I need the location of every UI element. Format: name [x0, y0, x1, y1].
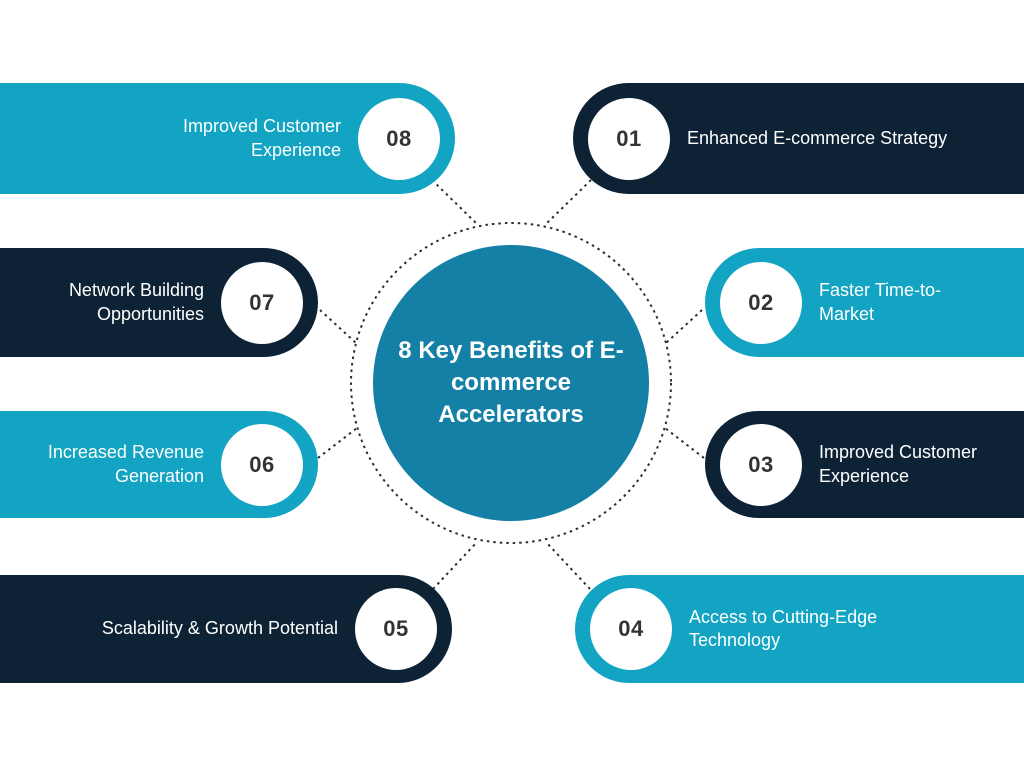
benefit-label-04: Access to Cutting-Edge Technology	[689, 606, 878, 650]
connector-item-02	[665, 309, 703, 344]
benefit-pill-07: Network Building Opportunities 07	[0, 248, 318, 357]
benefit-label-05: Scalability & Growth Potential	[101, 618, 338, 639]
connector-item-04	[545, 541, 591, 590]
number-badge-06: 06	[221, 423, 303, 506]
dotted-ring	[350, 222, 672, 544]
number-badge-07: 07	[221, 261, 303, 344]
benefit-pill-01: 01 Enhanced E-commerce Strategy	[573, 83, 1024, 194]
number-badge-02: 02	[720, 261, 802, 344]
benefit-pill-02: 02 Faster Time-to- Market	[705, 248, 1024, 357]
number-label-06: 06	[249, 451, 275, 477]
benefit-label-07: Network Building Opportunities	[68, 280, 204, 324]
connector-item-01	[545, 179, 592, 225]
connector-item-06	[317, 427, 358, 459]
diagram-title: 8 Key Benefits of E- commerce Accelerato…	[398, 337, 624, 428]
benefit-pill-08: Improved Customer Experience 08	[0, 83, 455, 194]
benefit-label-01: Enhanced E-commerce Strategy	[687, 127, 948, 148]
number-label-07: 07	[249, 289, 275, 315]
benefit-label-03: Improved Customer Experience	[819, 442, 978, 486]
number-label-01: 01	[616, 125, 642, 151]
benefit-label-06: Increased Revenue Generation	[47, 442, 204, 486]
number-badge-03: 03	[720, 423, 802, 506]
number-badge-04: 04	[590, 588, 672, 670]
benefit-pill-06: Increased Revenue Generation 06	[0, 411, 318, 518]
benefit-pill-05: Scalability & Growth Potential 05	[0, 575, 452, 683]
number-badge-05: 05	[355, 588, 437, 670]
connector-item-03	[664, 427, 705, 459]
benefit-label-08: Improved Customer Experience	[182, 116, 341, 160]
number-label-03: 03	[748, 451, 774, 477]
number-label-08: 08	[386, 125, 412, 151]
benefit-pill-04: 04 Access to Cutting-Edge Technology	[575, 575, 1024, 683]
connector-item-05	[432, 541, 478, 590]
benefit-label-02: Faster Time-to- Market	[819, 280, 942, 324]
center-circle: 8 Key Benefits of E- commerce Accelerato…	[373, 245, 649, 521]
number-label-05: 05	[383, 616, 409, 641]
number-badge-01: 01	[588, 97, 670, 180]
connector-item-08	[431, 179, 478, 225]
number-label-02: 02	[748, 289, 774, 315]
number-badge-08: 08	[358, 97, 440, 180]
connector-item-07	[319, 309, 357, 344]
number-label-04: 04	[618, 616, 644, 641]
benefit-pill-03: 03 Improved Customer Experience	[705, 411, 1024, 518]
